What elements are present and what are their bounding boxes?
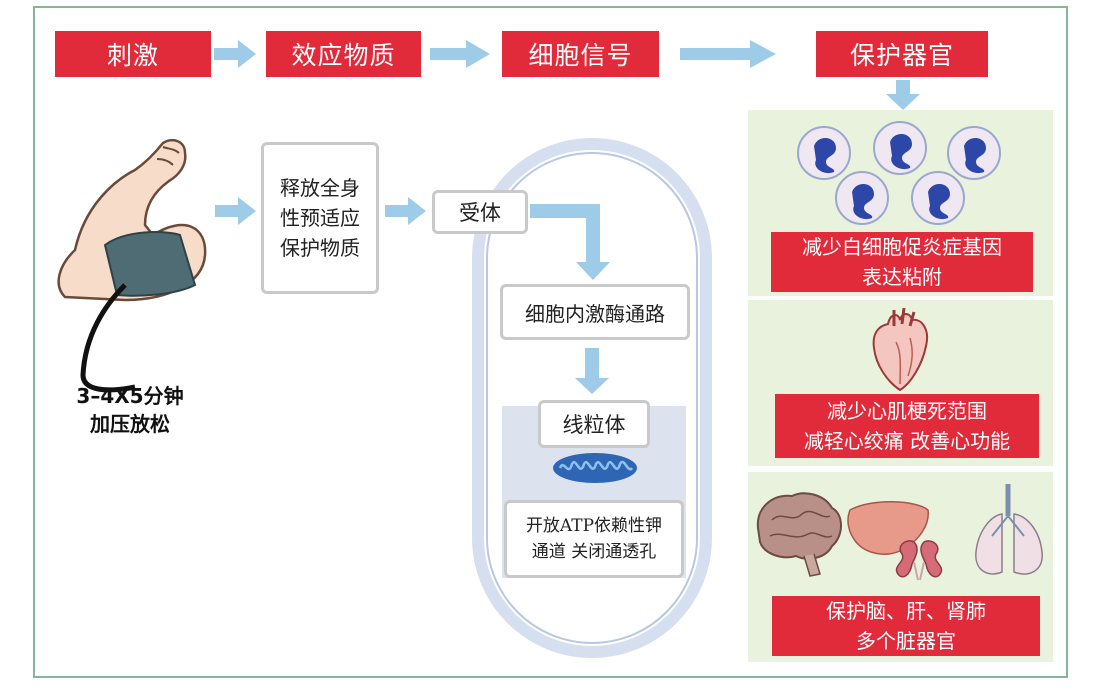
neutrophil-icon [911, 171, 965, 225]
lungs-icon [975, 484, 1043, 575]
cell-membrane-inner [486, 152, 698, 644]
release-box: 释放全身 性预适应 保护物质 [261, 142, 379, 294]
organ-icons [756, 484, 1043, 581]
release-line2: 性预适应 [280, 206, 360, 230]
mitochondrion-icon [553, 453, 637, 483]
header-organ: 保护器官 [816, 31, 988, 77]
release-line3: 保护物质 [280, 236, 360, 260]
receptor-box: 受体 [432, 190, 528, 234]
outcome-label-leukocytes: 减少白细胞促炎症基因 表达粘附 [771, 232, 1033, 292]
channel-box: 开放ATP依赖性钾 通道 关闭通透孔 [504, 500, 684, 578]
neutrophil-icon [947, 126, 1001, 180]
heart-icon [872, 307, 928, 392]
outcome-3-line1: 保护脑、肝、肾肺 [826, 599, 986, 623]
arm-caption-line2: 加压放松 [90, 412, 170, 436]
outcome-3-line2: 多个脏器官 [856, 629, 956, 653]
kinase-pathway-box: 细胞内激酶通路 [500, 284, 690, 340]
outcome-2-line1: 减少心肌梗死范围 [827, 399, 987, 423]
channel-line1: 开放ATP依赖性钾 [525, 516, 663, 536]
blood-pressure-cuff-icon [103, 231, 197, 297]
release-line1: 释放全身 [280, 176, 360, 200]
brain-icon [756, 492, 842, 577]
arm-caption-line1: 3–4X5分钟 [76, 384, 184, 408]
outcome-label-heart: 减少心肌梗死范围 减轻心绞痛 改善心功能 [775, 394, 1039, 458]
outcome-1-line1: 减少白细胞促炎症基因 [802, 235, 1002, 259]
neutrophil-icon [873, 121, 927, 175]
kidney-icon [895, 540, 943, 581]
header-effector: 效应物质 [266, 31, 421, 77]
flexed-arm-icon [57, 139, 207, 393]
neutrophil-icon [835, 171, 889, 225]
channel-line2: 通道 关闭通透孔 [531, 542, 657, 562]
header-signal: 细胞信号 [502, 31, 659, 77]
neutrophil-icon [797, 126, 851, 180]
outcome-label-organs: 保护脑、肝、肾肺 多个脏器官 [772, 596, 1040, 656]
mitochondria-box: 线粒体 [538, 400, 650, 448]
arm-caption: 3–4X5分钟 加压放松 [55, 382, 205, 438]
outcome-2-line2: 减轻心绞痛 改善心功能 [803, 429, 1011, 453]
outcome-1-line2: 表达粘附 [862, 265, 942, 289]
header-stimulus: 刺激 [55, 31, 211, 77]
neutrophil-cells [797, 121, 1001, 225]
